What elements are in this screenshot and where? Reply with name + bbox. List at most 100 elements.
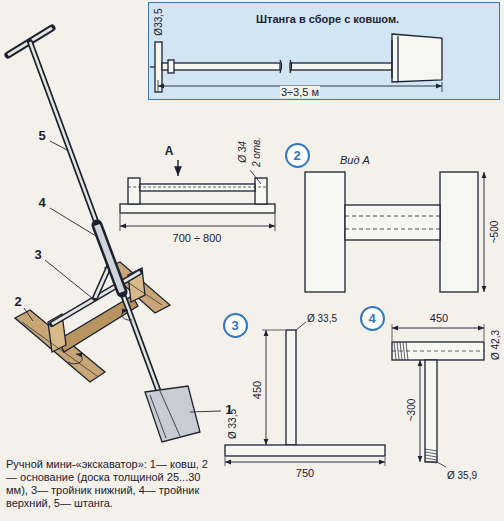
lower-tee xyxy=(286,330,296,445)
base-side-view xyxy=(128,178,140,204)
base-side-view xyxy=(255,178,267,204)
leader-line xyxy=(24,308,33,321)
leader-line xyxy=(24,141,221,412)
dimension: 700 ÷ 800 xyxy=(173,232,222,244)
rod-assembly xyxy=(290,63,392,70)
detail-number-text: 3 xyxy=(231,318,238,333)
detail-number-text: 2 xyxy=(293,148,300,163)
upper-tee xyxy=(403,342,405,360)
callout-number: 3 xyxy=(34,248,41,262)
dimension: ~500 xyxy=(489,220,500,245)
upper-tee xyxy=(425,461,437,463)
rod-assembly xyxy=(280,60,292,73)
upper-tee xyxy=(400,342,402,360)
dimension: Ø 34 xyxy=(237,141,248,163)
upper-tee xyxy=(392,351,484,352)
upper-tee xyxy=(425,452,437,454)
rod-assembly xyxy=(168,60,174,73)
excavator-illustration xyxy=(68,354,82,364)
dimension: 3÷3,5 м xyxy=(280,86,320,98)
rod-assembly xyxy=(155,42,162,92)
dimension: 450 xyxy=(430,312,448,324)
base-side-view xyxy=(120,214,121,231)
rod-assembly xyxy=(392,36,398,81)
dimension: Ø 33,5 xyxy=(307,313,337,324)
rod-assembly xyxy=(162,63,280,70)
base-top-view xyxy=(305,172,345,292)
lower-tee xyxy=(296,322,306,330)
base-side-view xyxy=(177,160,178,176)
upper-tee xyxy=(392,342,484,360)
upper-tee xyxy=(394,342,396,360)
upper-tee xyxy=(425,458,437,460)
dimension: 750 xyxy=(296,467,314,479)
base-top-view xyxy=(484,172,485,292)
excavator-illustration xyxy=(97,225,122,292)
lower-tee xyxy=(385,457,386,466)
note: 2 отв. xyxy=(251,137,262,167)
view-title: Вид А xyxy=(340,154,370,166)
upper-tee xyxy=(420,360,421,462)
rod-assembly xyxy=(158,80,159,92)
base-side-view xyxy=(120,160,275,231)
leader-line xyxy=(190,411,221,412)
rod-assembly xyxy=(392,34,442,82)
excavator-illustration xyxy=(122,310,132,320)
upper-tee xyxy=(425,360,437,462)
upper-tee xyxy=(484,324,485,341)
rod-assembly xyxy=(442,82,443,92)
upper-tee xyxy=(394,342,437,463)
base-side-view xyxy=(120,204,275,213)
lower-tee xyxy=(266,330,267,445)
callout-number: 4 xyxy=(38,196,45,210)
base-side-view xyxy=(120,226,275,227)
rod-assembly xyxy=(150,34,442,92)
detail-number-text: 4 xyxy=(368,311,375,326)
leader-line xyxy=(50,141,67,150)
base-top-view xyxy=(305,172,484,292)
lower-tee xyxy=(225,445,385,456)
leader-line xyxy=(45,260,92,298)
base-top-view xyxy=(345,216,440,229)
upper-tee xyxy=(397,342,399,360)
upper-tee xyxy=(425,455,437,457)
dimension: Ø 42,3 xyxy=(490,330,501,360)
dimension: Ø33,5 xyxy=(153,8,164,35)
detail-number: 3 xyxy=(223,313,248,338)
upper-tee xyxy=(425,449,437,451)
base-side-view xyxy=(275,214,276,231)
excavator-illustration xyxy=(30,42,160,395)
base-side-view xyxy=(128,187,267,188)
callout-number: 5 xyxy=(38,129,45,143)
inset-panel xyxy=(148,2,500,100)
upper-tee xyxy=(406,342,408,360)
excavator-illustration xyxy=(97,225,122,292)
callout-number: 2 xyxy=(14,295,21,309)
lower-tee xyxy=(225,322,385,466)
base-top-view xyxy=(440,172,478,292)
dimension: ~300 xyxy=(406,398,417,423)
upper-tee xyxy=(392,324,484,467)
lower-tee xyxy=(225,462,385,463)
leader-line xyxy=(50,208,96,236)
detail-number: 2 xyxy=(285,143,310,168)
base-side-view xyxy=(140,184,255,191)
figure-caption: Ручной мини-«экскаватор»: 1— ковш, 2— ос… xyxy=(6,458,218,510)
excavator-illustration xyxy=(8,28,200,442)
detail-number: 4 xyxy=(360,306,385,331)
panel-title: Штанга в сборе с ковшом. xyxy=(256,13,399,25)
lower-tee xyxy=(225,457,226,466)
base-top-view xyxy=(345,205,440,240)
excavator-illustration xyxy=(145,386,200,442)
base-side-view xyxy=(250,170,261,184)
dimension: Ø 35,9 xyxy=(447,470,477,481)
upper-tee xyxy=(392,324,393,341)
excavator-illustration xyxy=(22,272,162,376)
excavator-illustration xyxy=(150,391,180,438)
upper-tee xyxy=(392,328,484,329)
excavator-illustration xyxy=(30,42,160,395)
view-letter: А xyxy=(165,145,174,158)
dimension: Ø 33,5 xyxy=(227,409,238,439)
dimension: 450 xyxy=(251,380,263,400)
